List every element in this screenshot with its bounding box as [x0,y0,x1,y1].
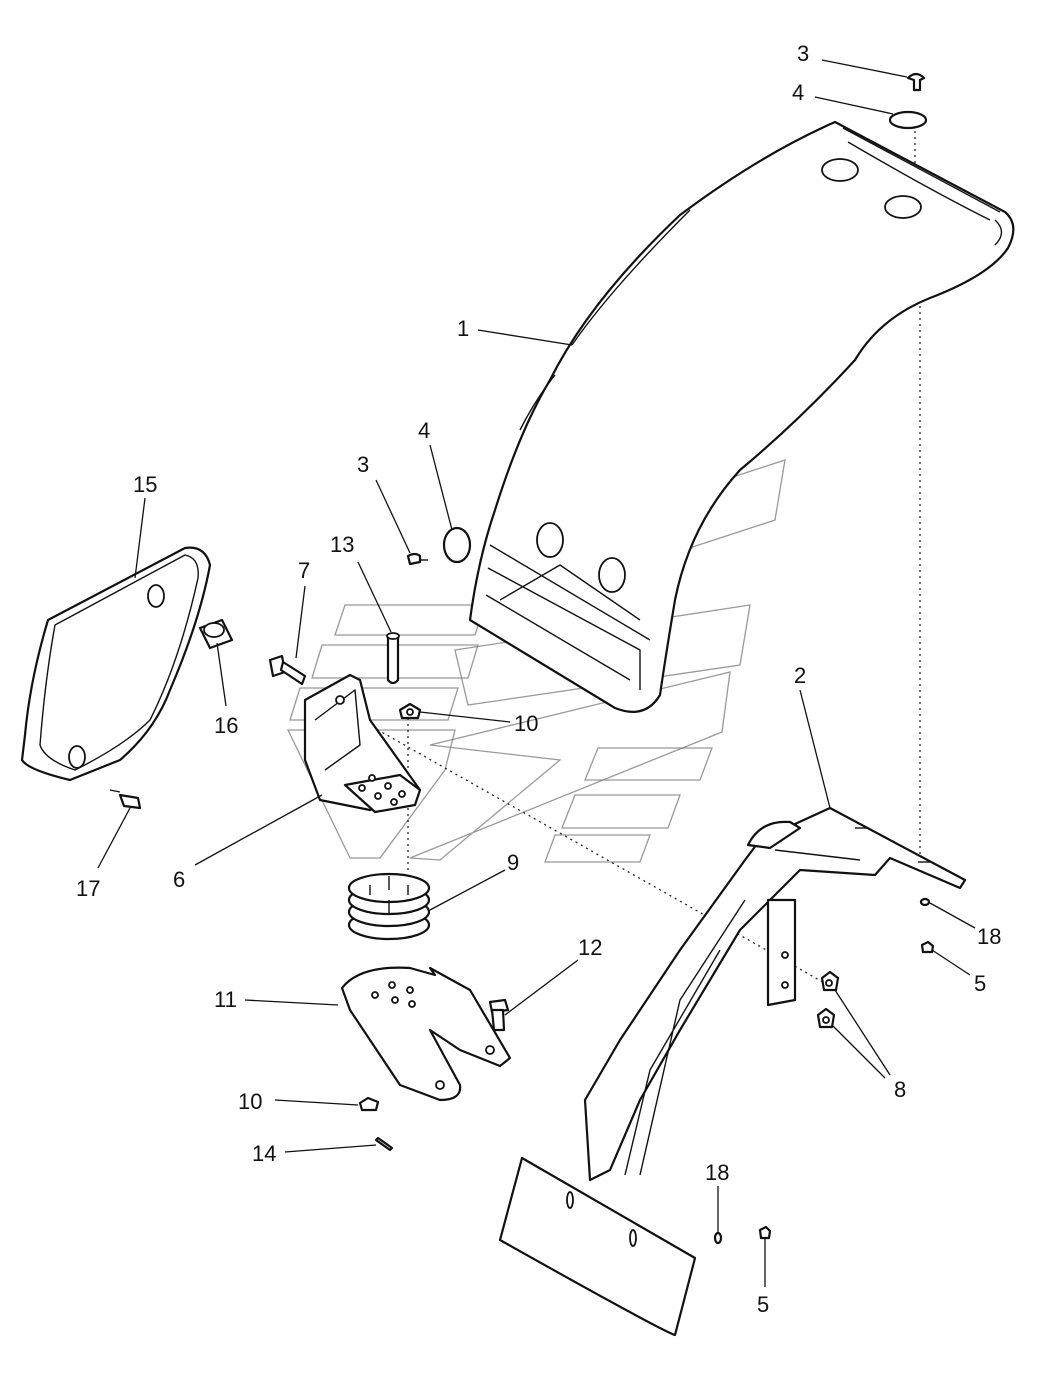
callout-3-mid: 3 [357,452,369,477]
callout-labels: 3 4 1 4 3 15 13 7 2 10 16 17 6 9 18 12 5… [76,41,1001,1317]
callout-7: 7 [298,558,310,583]
callout-6: 6 [173,867,185,892]
callout-18-lower: 18 [705,1160,729,1185]
lower-bracket-part-11 [340,966,512,1102]
nut-part-8-lower [816,1007,836,1029]
callout-16: 16 [214,713,238,738]
callout-3-top: 3 [797,41,809,66]
sleeve-bolt-part-16 [198,618,234,650]
mud-flap-blade [498,1156,697,1337]
bolt-part-17 [109,789,142,810]
cotter-pin-part-14 [374,1136,394,1152]
nut-part-8-upper [820,970,840,992]
callout-1: 1 [457,316,469,341]
washer-part-18-upper [919,897,931,907]
callout-5-lower: 5 [757,1292,769,1317]
bolt-part-7 [268,654,307,686]
callout-4-mid: 4 [418,418,430,443]
cap-part-4-mid [442,526,472,564]
nut-part-10-lower [358,1096,380,1112]
nut-part-5-lower [758,1225,772,1240]
side-plate-part-15 [20,546,212,782]
bolt-part-12 [488,998,510,1032]
callout-18-upper: 18 [977,924,1001,949]
nut-part-5-upper [920,940,935,954]
callout-13: 13 [330,532,354,557]
washer-part-18-lower [713,1231,723,1245]
bracket-part-2 [583,806,967,1182]
callout-5-upper: 5 [974,971,986,996]
callout-14: 14 [252,1141,276,1166]
fender-part-1 [468,120,1015,713]
callout-10-lower: 10 [238,1089,262,1114]
nut-part-10-upper [398,702,422,720]
callout-4-top: 4 [792,80,804,105]
leader-lines [97,59,976,1287]
screw-part-3-top [906,72,926,92]
pin-part-13 [386,632,400,685]
alignment-lines [324,125,921,986]
callout-8: 8 [894,1077,906,1102]
mount-bracket-part-6 [303,673,422,814]
callout-9: 9 [507,850,519,875]
callout-11: 11 [214,987,237,1012]
callout-12: 12 [578,935,602,960]
rubber-mount-part-9 [347,872,431,941]
callout-2: 2 [794,663,806,688]
callout-10-upper: 10 [514,711,538,736]
cap-part-4-top [888,110,928,130]
callout-17: 17 [76,876,100,901]
callout-15: 15 [133,472,157,497]
screw-part-3-mid [406,552,428,566]
